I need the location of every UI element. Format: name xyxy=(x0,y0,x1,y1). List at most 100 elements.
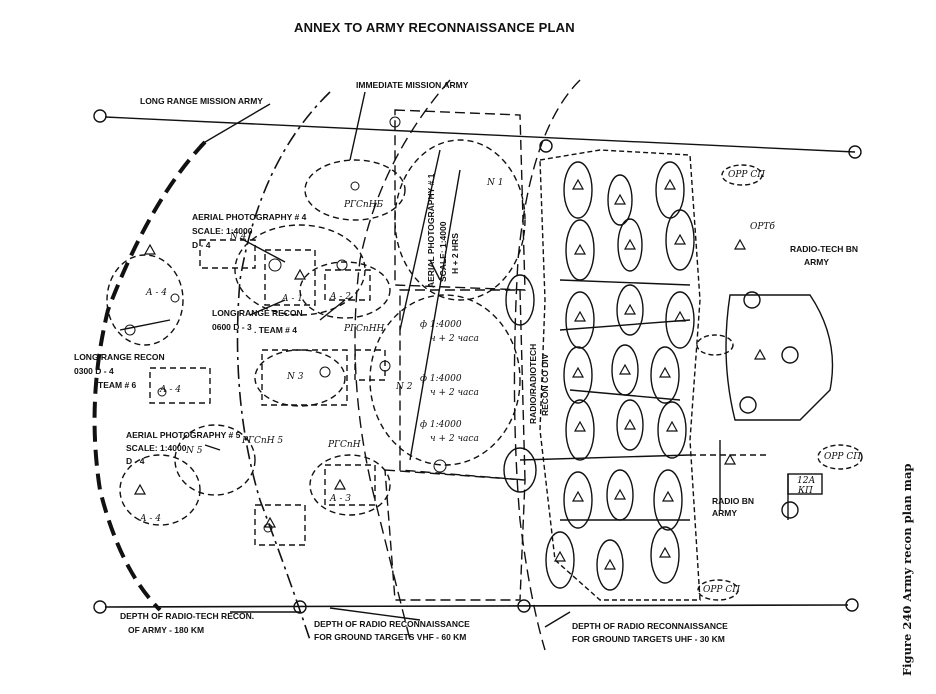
antenna-symbols xyxy=(133,178,767,570)
zone-n5-oval xyxy=(174,424,256,496)
label-team4-team: . TEAM # 4 xyxy=(254,325,297,335)
figure-caption: Figure 240 Army recon plan map xyxy=(900,463,914,676)
a4-lower-box xyxy=(254,504,306,546)
leader-team4 xyxy=(319,299,346,321)
opp-oval-4 xyxy=(696,334,734,356)
zone-n3-oval xyxy=(254,349,346,407)
leader-aerial4 xyxy=(239,237,286,263)
top-phase-line xyxy=(104,116,856,153)
label-radio-bn-2: ARMY xyxy=(712,508,738,518)
hand-a4-lower: A - 4 xyxy=(140,514,161,524)
leader-bottom-2 xyxy=(329,607,421,621)
hand-scale-3: ф 1:4000 xyxy=(420,420,462,430)
unit-oval-2 xyxy=(607,174,633,226)
hand-opt-2: ОРР СП xyxy=(728,170,766,180)
label-team6-time: 0300 D - 4 xyxy=(74,366,114,376)
label-depth-vhf-1: DEPTH OF RADIO RECONNAISSANCE xyxy=(314,619,470,629)
hand-rgsn-4: РГСпН xyxy=(328,440,361,450)
bottom-line-end-right xyxy=(845,598,859,612)
arrow-immediate-2 xyxy=(409,169,461,461)
hand-n5: N 5 xyxy=(186,446,203,456)
long-range-boundary-arc xyxy=(92,140,207,612)
label-depth-radiotech-1: DEPTH OF RADIO-TECH RECON. xyxy=(120,611,255,621)
zone-a4-oval xyxy=(119,454,201,526)
label-radio-bn-1: RADIO BN xyxy=(712,496,755,506)
a2-box xyxy=(324,269,371,301)
zone-a3-oval xyxy=(309,454,391,516)
label-aerial4-scale: SCALE: 1:4000 xyxy=(192,226,253,236)
zone-center-oval xyxy=(304,159,406,221)
unit-oval-6 xyxy=(665,209,695,271)
arrow-recon-1 xyxy=(119,319,171,331)
aerial-corridor-2 xyxy=(399,289,526,481)
arrow-immediate-1 xyxy=(399,149,441,331)
hand-kp: КП xyxy=(798,486,813,496)
leader-bottom-3 xyxy=(544,611,571,628)
cluster-line-1 xyxy=(559,279,691,286)
unit-oval-8 xyxy=(565,291,595,349)
label-long-range-mission: LONG RANGE MISSION ARMY xyxy=(140,96,263,106)
leader-aerial5 xyxy=(204,444,221,451)
unit-oval-1 xyxy=(563,161,593,219)
hand-n1: N 1 xyxy=(487,178,504,188)
label-team6-team: TEAM # 6 xyxy=(98,380,137,390)
unit-oval-11 xyxy=(563,346,593,404)
unit-oval-12 xyxy=(611,344,639,396)
hand-opt-4: ОРР СП xyxy=(703,585,741,595)
unit-oval-9 xyxy=(616,284,644,336)
label-immediate-mission: IMMEDIATE MISSION ARMY xyxy=(356,80,469,90)
hand-a1: A - 1 xyxy=(282,294,303,304)
hand-rgsn-2: РГСпНН xyxy=(344,324,385,334)
hand-rgsn-1: РГСпНБ xyxy=(344,200,384,210)
a1-box xyxy=(264,249,316,306)
uhf-depth-arc xyxy=(513,79,581,651)
top-line-node xyxy=(539,139,553,153)
hand-time-2: ч + 2 часа xyxy=(430,388,479,398)
label-radiotech-bn-2: ARMY xyxy=(804,257,830,267)
unit-circle-t2 xyxy=(781,346,799,364)
label-aerial1-scale: SCALE: 1:4000 xyxy=(438,221,448,282)
unit-oval-18 xyxy=(563,471,593,529)
bottom-line-end-left xyxy=(93,600,107,614)
team6-box xyxy=(149,367,211,404)
hand-a4: A - 4 xyxy=(160,385,181,395)
hand-a4-upper: A - 4 xyxy=(146,288,167,298)
opp-oval-1 xyxy=(721,164,763,186)
arrow-team4 xyxy=(249,299,286,316)
unit-oval-17 xyxy=(503,447,537,493)
hand-scale-2: ф 1:4000 xyxy=(420,374,462,384)
label-aerial1-time: H + 2 HRS xyxy=(450,233,460,274)
radiotech-bn-zone xyxy=(725,294,834,421)
unit-oval-16 xyxy=(657,401,687,459)
label-depth-uhf-2: FOR GROUND TARGETS UHF - 30 KM xyxy=(572,634,725,644)
top-line-end-right xyxy=(848,145,862,159)
immediate-mission-leader xyxy=(349,91,366,161)
label-aerial5-title: AERIAL PHOTOGRAPHY # 5 xyxy=(126,430,241,440)
leader-aerial1 xyxy=(429,259,441,281)
unit-oval-22 xyxy=(596,539,624,591)
long-range-leader xyxy=(199,103,271,146)
label-depth-vhf-2: FOR GROUND TARGETS VHF - 60 KM xyxy=(314,632,467,642)
radiotech-depth-arc xyxy=(236,91,331,641)
unit-oval-19 xyxy=(606,469,634,521)
hand-n3: N 3 xyxy=(287,372,304,382)
unit-circle-t1 xyxy=(743,291,761,309)
sun-symbols xyxy=(124,116,447,533)
top-line-end-left xyxy=(93,109,107,123)
aerial4-box xyxy=(199,239,256,269)
unit-circle-t4 xyxy=(781,501,799,519)
label-team6-title: LONG RANGE RECON xyxy=(74,352,165,362)
label-depth-uhf-1: DEPTH OF RADIO RECONNAISSANCE xyxy=(572,621,728,631)
label-radiotech-div-2: RECON CO DIV xyxy=(540,353,550,416)
bottom-line-node-2 xyxy=(517,599,531,613)
map-title: ANNEX TO ARMY RECONNAISSANCE PLAN xyxy=(294,20,575,35)
unit-oval-20 xyxy=(653,469,683,531)
opp-oval-3 xyxy=(697,579,739,601)
hand-scale-1: ф 1:4000 xyxy=(420,320,462,330)
unit-oval-13 xyxy=(650,346,680,404)
opp-oval-2 xyxy=(817,444,863,470)
cluster-line-2 xyxy=(519,454,691,461)
bottom-phase-line xyxy=(104,604,849,608)
n3-box xyxy=(261,349,348,406)
